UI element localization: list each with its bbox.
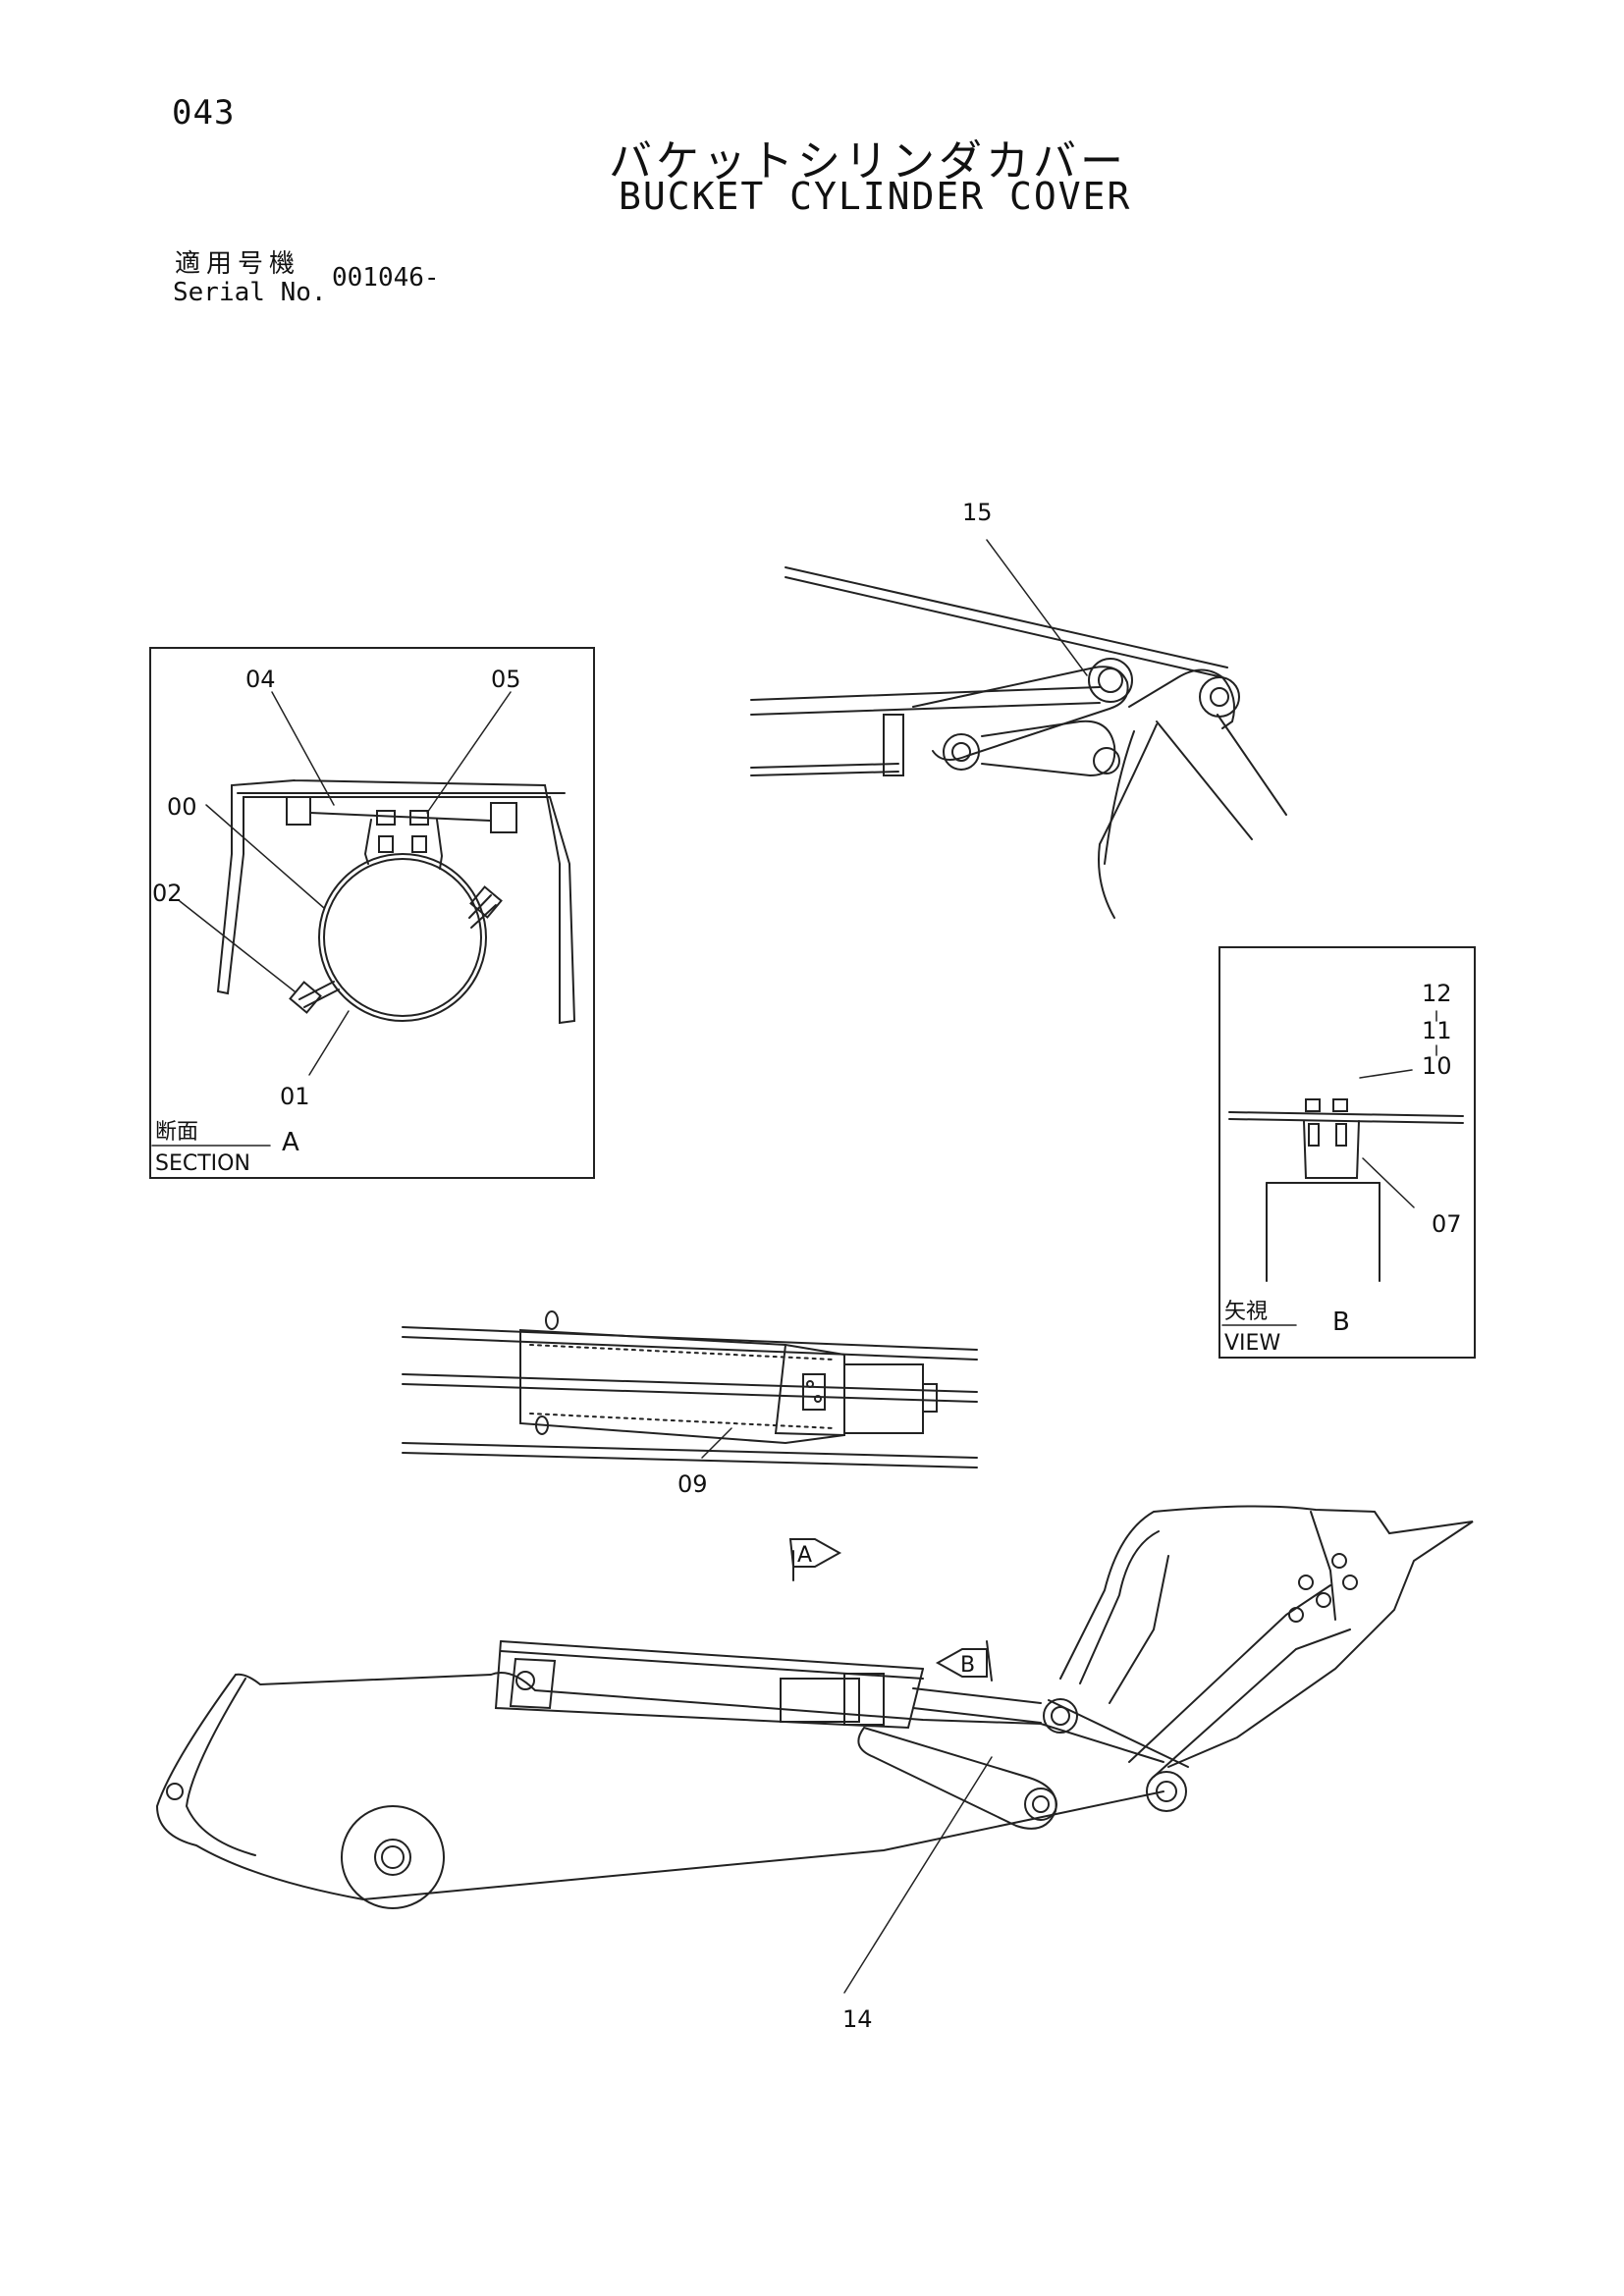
callout-05: 05 — [491, 666, 521, 693]
detail-arm-assembly: A B — [155, 1505, 1474, 2033]
section-a-panel: 04 05 00 02 01 断面 SECTION A — [149, 647, 595, 1179]
serial-label-japanese: 適用号機 — [175, 249, 301, 279]
view-label-japanese: 矢視 — [1224, 1300, 1268, 1324]
callout-00: 00 — [167, 793, 197, 821]
callout-01: 01 — [280, 1083, 310, 1110]
view-b-panel: 12 11 10 07 矢視 VIEW B — [1218, 946, 1476, 1359]
section-label-english: SECTION — [155, 1151, 250, 1176]
callout-12: 12 — [1422, 980, 1452, 1007]
detail-link-assembly: 15 — [750, 499, 1287, 919]
title-japanese: バケットシリンダカバー — [609, 136, 1127, 187]
title-english: BUCKET CYLINDER COVER — [619, 175, 1132, 218]
callout-10: 10 — [1422, 1052, 1452, 1080]
callout-04: 04 — [245, 666, 276, 693]
section-letter: A — [282, 1128, 299, 1157]
page-number: 043 — [172, 93, 236, 133]
callout-02: 02 — [152, 880, 183, 907]
marker-a: A — [797, 1543, 812, 1568]
section-label-japanese: 断面 — [155, 1120, 198, 1145]
callout-14: 14 — [842, 2005, 873, 2033]
callout-09: 09 — [677, 1470, 708, 1498]
callout-15: 15 — [962, 499, 993, 526]
serial-label-english: Serial No. — [173, 278, 327, 307]
marker-b: B — [960, 1653, 975, 1678]
view-label-english: VIEW — [1224, 1331, 1280, 1356]
detail-cylinder-cover: 09 — [402, 1310, 978, 1498]
serial-value: 001046- — [332, 263, 440, 293]
callout-07: 07 — [1432, 1210, 1462, 1238]
callout-11: 11 — [1422, 1017, 1452, 1044]
view-letter: B — [1332, 1308, 1350, 1337]
